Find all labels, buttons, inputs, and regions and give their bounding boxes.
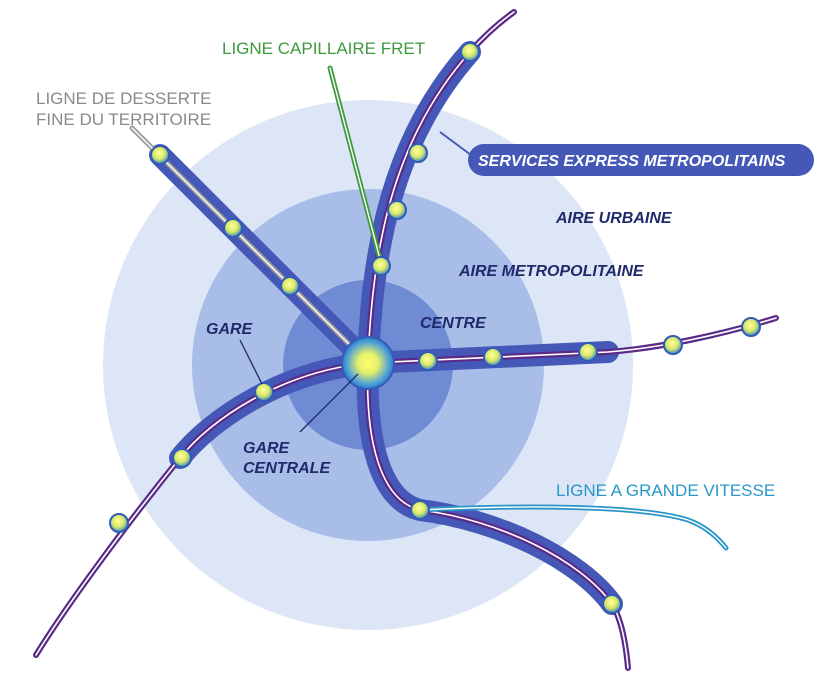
- station: [602, 594, 622, 614]
- rail-north-core: [367, 11, 515, 364]
- stations: [109, 42, 761, 614]
- gare-centrale-label-line2: CENTRALE: [243, 460, 331, 477]
- fret-label: LIGNE CAPILLAIRE FRET: [222, 39, 425, 58]
- station: [663, 335, 683, 355]
- gare-centrale-leader-line: [299, 373, 359, 433]
- gare-label: GARE: [206, 321, 254, 338]
- desserte-label-line2: FINE DU TERRITOIRE: [36, 110, 211, 129]
- aire-metropolitaine-label: AIRE METROPOLITAINE: [458, 263, 645, 280]
- sem-banner-bg: [468, 144, 814, 176]
- station: [418, 351, 438, 371]
- station: [387, 200, 407, 220]
- station: [371, 256, 391, 276]
- desserte-line-core: [131, 127, 369, 364]
- fret-line-core: [329, 67, 382, 264]
- station: [483, 347, 503, 367]
- station: [741, 317, 761, 337]
- desserte-label-line1: LIGNE DE DESSERTE: [36, 89, 211, 108]
- centre-label: CENTRE: [420, 315, 487, 332]
- gare-centrale-label-line1: GARE: [243, 440, 291, 457]
- lgv-label: LIGNE A GRANDE VITESSE: [556, 481, 775, 500]
- station: [150, 145, 170, 165]
- sem-label: SERVICES EXPRESS METROPOLITAINS: [478, 153, 786, 170]
- station: [254, 382, 274, 402]
- aire-urbaine-label: AIRE URBAINE: [555, 210, 673, 227]
- station: [408, 143, 428, 163]
- station: [460, 42, 480, 62]
- station: [578, 342, 598, 362]
- gare-leader-line: [239, 339, 263, 385]
- sem-leader-line: [439, 131, 476, 159]
- station: [280, 276, 300, 296]
- station: [172, 448, 192, 468]
- lgv-line-core: [419, 506, 727, 549]
- station: [223, 218, 243, 238]
- station: [410, 500, 430, 520]
- station: [109, 513, 129, 533]
- rail-south-core: [366, 362, 629, 669]
- sem-banner: SERVICES EXPRESS METROPOLITAINS: [439, 131, 814, 176]
- gare-centrale-hub: [341, 336, 395, 390]
